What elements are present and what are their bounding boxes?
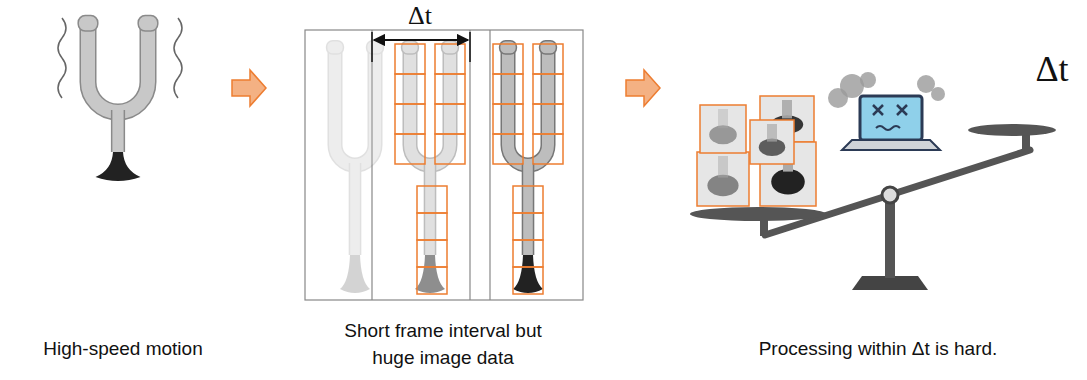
bracket-tick (371, 32, 373, 62)
scale-base (852, 276, 928, 290)
patch-box (435, 104, 465, 134)
patch-box (395, 74, 425, 104)
tuning-fork (327, 41, 384, 293)
interval-label: Δt (390, 2, 450, 31)
frame-edge (489, 30, 490, 300)
block-arrow (232, 70, 266, 106)
patch-box (417, 240, 447, 267)
tuning-fork (78, 16, 158, 181)
patch-box (493, 104, 523, 134)
patch-box (513, 267, 543, 294)
block-arrow (626, 70, 660, 106)
frame-edge (469, 30, 470, 300)
patch-box (493, 74, 523, 104)
panel-caption: Short frame interval but huge image data (336, 318, 551, 371)
patch-box (493, 44, 523, 74)
patch-box (395, 44, 425, 74)
tuning-fork (402, 41, 459, 293)
patch-box (533, 104, 563, 134)
vibration-wave (174, 18, 182, 98)
patch-box (513, 186, 543, 213)
image-block (700, 105, 746, 153)
patch-box (533, 74, 563, 104)
frame (305, 30, 583, 300)
vibration-wave (58, 18, 66, 98)
image-block (697, 152, 749, 206)
patch-box (435, 74, 465, 104)
interval-arrow (374, 39, 468, 41)
panel-caption: High-speed motion (13, 336, 233, 363)
patch-box (493, 134, 523, 164)
scale-pan (690, 207, 826, 221)
interval-label: Δt (1017, 50, 1087, 90)
patch-box (417, 213, 447, 240)
patch-box (417, 267, 447, 294)
patch-box (513, 213, 543, 240)
bracket-tick (469, 32, 471, 62)
patch-box (417, 186, 447, 213)
scale-pole (885, 196, 895, 278)
panel-caption: Processing within Δt is hard. (718, 336, 1038, 363)
patch-box (395, 104, 425, 134)
tuning-fork (500, 41, 557, 293)
patch-box (533, 134, 563, 164)
patch-box (435, 134, 465, 164)
image-block (750, 120, 794, 164)
patch-box (513, 240, 543, 267)
scale-pan (968, 124, 1056, 136)
laptop-icon (828, 72, 945, 150)
patch-box (533, 44, 563, 74)
patch-box (435, 44, 465, 74)
patch-box (395, 134, 425, 164)
